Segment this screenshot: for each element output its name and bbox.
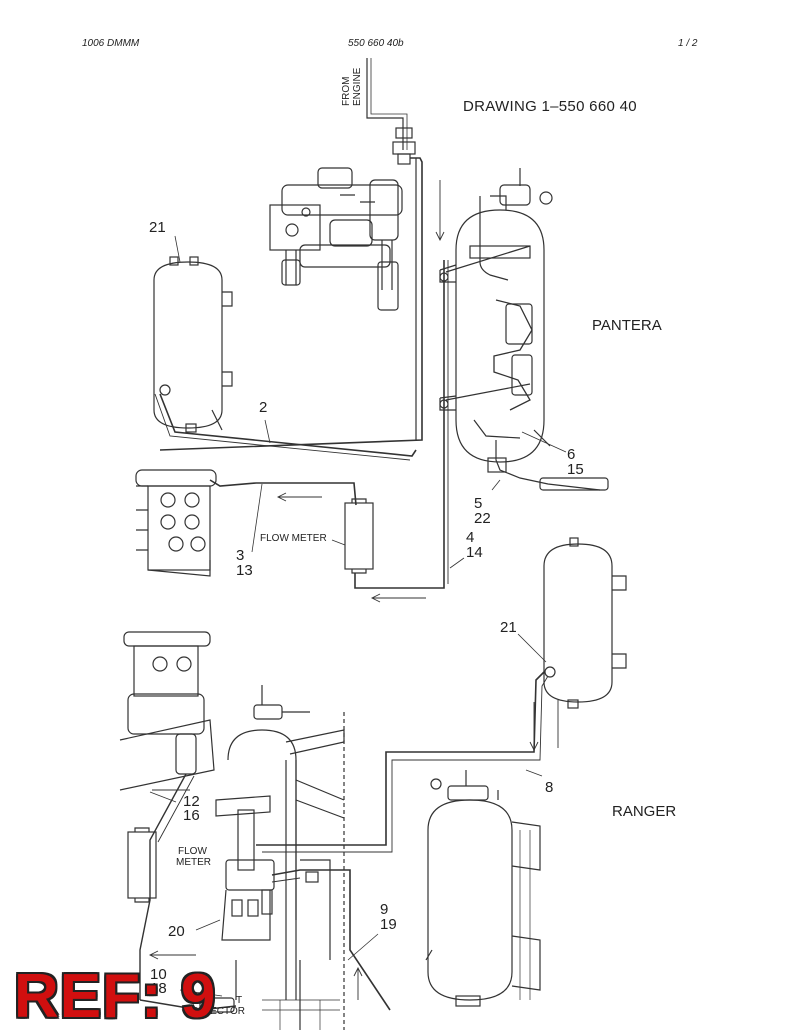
engine-supply-line xyxy=(159,58,423,451)
callout-6: 6 xyxy=(567,446,576,463)
flow-arrows xyxy=(148,180,559,1000)
callout-5: 5 xyxy=(474,495,483,512)
from-engine-label-line1: FROM xyxy=(341,76,352,106)
tank-21-top xyxy=(153,256,417,461)
callout-21-ranger: 21 xyxy=(500,619,517,636)
callout-9: 9 xyxy=(380,901,389,918)
flow-meter-label-top: FLOW METER xyxy=(260,533,327,544)
flow-meter-label-bottom-line2: METER xyxy=(176,857,211,868)
header-part-number: 550 660 40b xyxy=(348,38,404,49)
collector-label-line1: T xyxy=(236,995,243,1006)
machine-assembly-bottom xyxy=(119,631,215,1000)
callout-12: 12 xyxy=(183,793,200,810)
flow-meter-top xyxy=(331,260,449,589)
ref-badge: REF: 9 xyxy=(14,962,217,1031)
callout-10: 10 xyxy=(150,966,167,983)
callout-18: 18 xyxy=(150,980,167,997)
flow-meter-label-bottom-line1: FLOW xyxy=(178,846,207,857)
valve-block-top xyxy=(269,167,403,311)
callout-13: 13 xyxy=(236,562,253,579)
callout-16: 16 xyxy=(183,807,200,824)
ranger-label: RANGER xyxy=(612,803,677,820)
callout-14: 14 xyxy=(466,544,483,561)
callout-19: 19 xyxy=(380,916,397,933)
from-engine-label-line2: ENGINE xyxy=(352,67,363,106)
flow-meter-bottom xyxy=(127,827,157,903)
callout-2: 2 xyxy=(259,399,268,416)
collector-label-line2: COLLECTOR xyxy=(184,1006,245,1017)
ranger-tank xyxy=(425,770,541,1007)
tank-21-ranger xyxy=(256,537,627,853)
pantera-label: PANTERA xyxy=(592,317,662,334)
header-page-number: 1 / 2 xyxy=(678,38,698,49)
pantera-tank xyxy=(439,168,609,491)
callout-21-top: 21 xyxy=(149,219,166,236)
callout-20: 20 xyxy=(168,923,185,940)
callout-22: 22 xyxy=(474,510,491,527)
collector-lines xyxy=(139,997,237,1013)
leader-lines xyxy=(149,235,567,997)
callout-15: 15 xyxy=(567,461,584,478)
mounting-frame xyxy=(215,685,391,1030)
manifold-block-top xyxy=(135,469,357,577)
callout-4: 4 xyxy=(466,529,475,546)
drawing-title: DRAWING 1–550 660 40 xyxy=(463,98,637,115)
header-left-code: 1006 DMMM xyxy=(82,38,140,49)
callout-8: 8 xyxy=(545,779,554,796)
callout-3: 3 xyxy=(236,547,245,564)
